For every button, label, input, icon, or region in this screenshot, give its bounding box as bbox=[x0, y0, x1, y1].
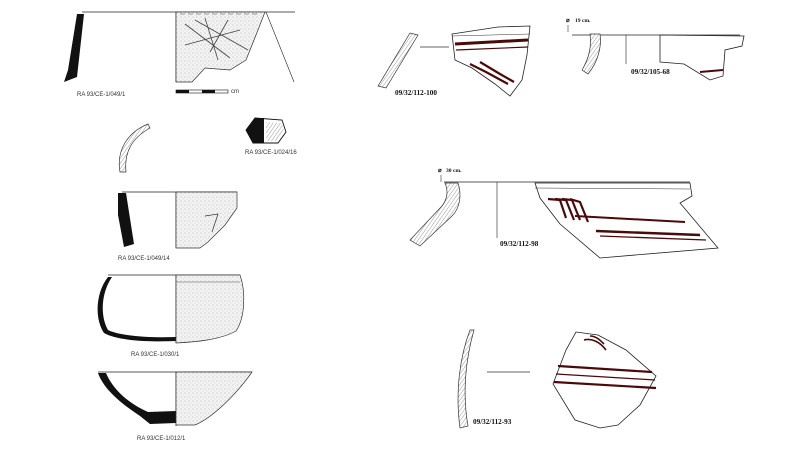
label-049-1: RA 93/CE-1/049/1 bbox=[77, 92, 126, 98]
label-012-1: RA 93/CE-1/012/1 bbox=[137, 436, 186, 442]
sherd-105-68: 19 cm. ⌀ bbox=[566, 18, 745, 81]
label-030-1: RA 93/CE-1/030/1 bbox=[131, 352, 180, 358]
label-112-98: 09/32/112-98 bbox=[500, 240, 539, 248]
sherd-112-98: ⌀ 30 cm. bbox=[409, 168, 719, 259]
right-labels: 09/32/112-100 09/32/105-68 09/32/112-98 … bbox=[395, 68, 670, 426]
sherd-112-100 bbox=[377, 25, 531, 97]
scale-bar: cm bbox=[175, 89, 239, 95]
svg-text:⌀: ⌀ bbox=[438, 168, 442, 174]
sherd-030-1 bbox=[97, 274, 245, 344]
sherd-012-1 bbox=[98, 371, 253, 426]
label-024-16: RA 93/CE-1/024/16 bbox=[245, 150, 297, 156]
label-112-100: 09/32/112-100 bbox=[395, 89, 437, 97]
diameter-30: 30 cm. bbox=[446, 168, 462, 174]
svg-text:cm: cm bbox=[231, 89, 239, 95]
label-112-93: 09/32/112-93 bbox=[473, 418, 512, 426]
left-labels: RA 93/CE-1/049/1 RA 93/CE-1/024/16 RA 93… bbox=[77, 92, 297, 442]
diameter-19: 19 cm. bbox=[575, 18, 591, 24]
sherd-curved-fragment bbox=[118, 123, 151, 173]
sherd-049-1: cm bbox=[64, 11, 295, 95]
svg-text:⌀: ⌀ bbox=[566, 18, 570, 24]
label-049-14: RA 93/CE-1/049/14 bbox=[118, 256, 170, 262]
sherd-024-16 bbox=[245, 117, 287, 144]
label-105-68: 09/32/105-68 bbox=[631, 68, 670, 76]
sherd-112-93 bbox=[457, 329, 657, 429]
sherd-049-14 bbox=[118, 191, 238, 249]
